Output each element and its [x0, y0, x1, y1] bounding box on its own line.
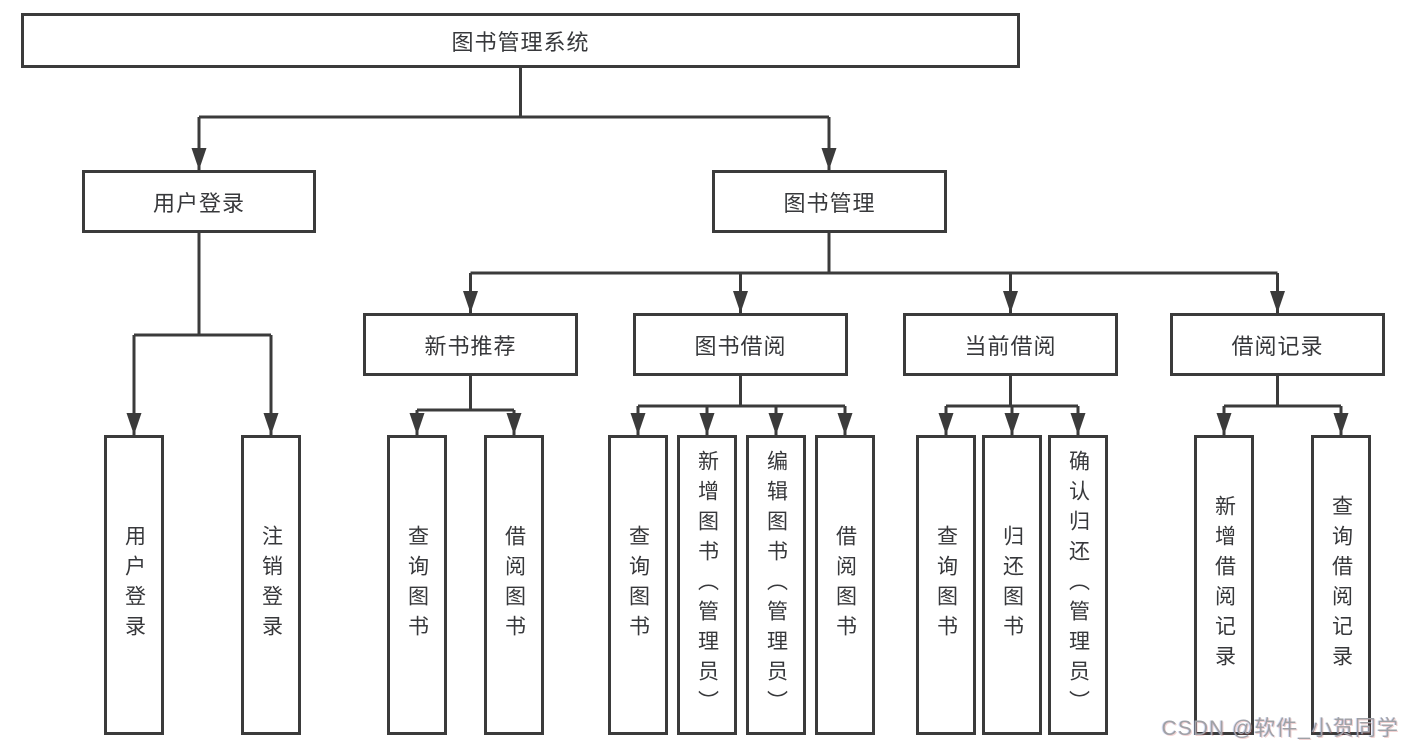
- node-book-borrow: 图书借阅: [633, 313, 848, 376]
- leaf-borrow-book-1-label: 借阅图书: [502, 525, 526, 645]
- leaf-return-book-label: 归还图书: [1000, 525, 1024, 645]
- node-borrow-records-label: 借阅记录: [1231, 333, 1324, 359]
- leaf-add-borrow-record: 新增借阅记录: [1194, 435, 1254, 735]
- node-user-login-label: 用户登录: [152, 190, 245, 216]
- csdn-watermark: CSDN @软件_小贺同学: [1161, 717, 1399, 740]
- leaf-borrow-book-1: 借阅图书: [484, 435, 544, 735]
- leaf-add-borrow-record-label: 新增借阅记录: [1212, 495, 1236, 675]
- leaf-borrow-book-2: 借阅图书: [815, 435, 875, 735]
- leaf-search-book-2-label: 查询图书: [626, 525, 650, 645]
- node-book-management: 图书管理: [712, 170, 947, 233]
- leaf-confirm-return-admin-label: 确认归还（管理员）: [1066, 450, 1090, 720]
- leaf-return-book: 归还图书: [982, 435, 1042, 735]
- leaf-edit-book-admin-label: 编辑图书（管理员）: [764, 450, 788, 720]
- node-borrow-records: 借阅记录: [1170, 313, 1385, 376]
- node-book-borrow-label: 图书借阅: [694, 333, 787, 359]
- leaf-edit-book-admin: 编辑图书（管理员）: [746, 435, 806, 735]
- leaf-search-book-1: 查询图书: [387, 435, 447, 735]
- node-new-book-recommend: 新书推荐: [363, 313, 578, 376]
- leaf-logout: 注销登录: [241, 435, 301, 735]
- leaf-search-borrow-record-label: 查询借阅记录: [1329, 495, 1353, 675]
- node-user-login: 用户登录: [82, 170, 316, 233]
- leaf-confirm-return-admin: 确认归还（管理员）: [1048, 435, 1108, 735]
- leaf-add-book-admin: 新增图书（管理员）: [677, 435, 737, 735]
- leaf-search-book-2: 查询图书: [608, 435, 668, 735]
- leaf-add-book-admin-label: 新增图书（管理员）: [695, 450, 719, 720]
- node-current-borrow: 当前借阅: [903, 313, 1118, 376]
- leaf-logout-label: 注销登录: [259, 525, 283, 645]
- leaf-search-book-3: 查询图书: [916, 435, 976, 735]
- leaf-user-login: 用户登录: [104, 435, 164, 735]
- node-new-book-recommend-label: 新书推荐: [424, 333, 517, 359]
- leaf-user-login-label: 用户登录: [122, 525, 146, 645]
- leaf-search-book-1-label: 查询图书: [405, 525, 429, 645]
- node-book-management-label: 图书管理: [783, 190, 876, 216]
- node-current-borrow-label: 当前借阅: [964, 333, 1057, 359]
- node-library-system: 图书管理系统: [21, 13, 1020, 68]
- leaf-search-borrow-record: 查询借阅记录: [1311, 435, 1371, 735]
- leaf-search-book-3-label: 查询图书: [934, 525, 958, 645]
- node-library-system-label: 图书管理系统: [451, 29, 590, 55]
- leaf-borrow-book-2-label: 借阅图书: [833, 525, 857, 645]
